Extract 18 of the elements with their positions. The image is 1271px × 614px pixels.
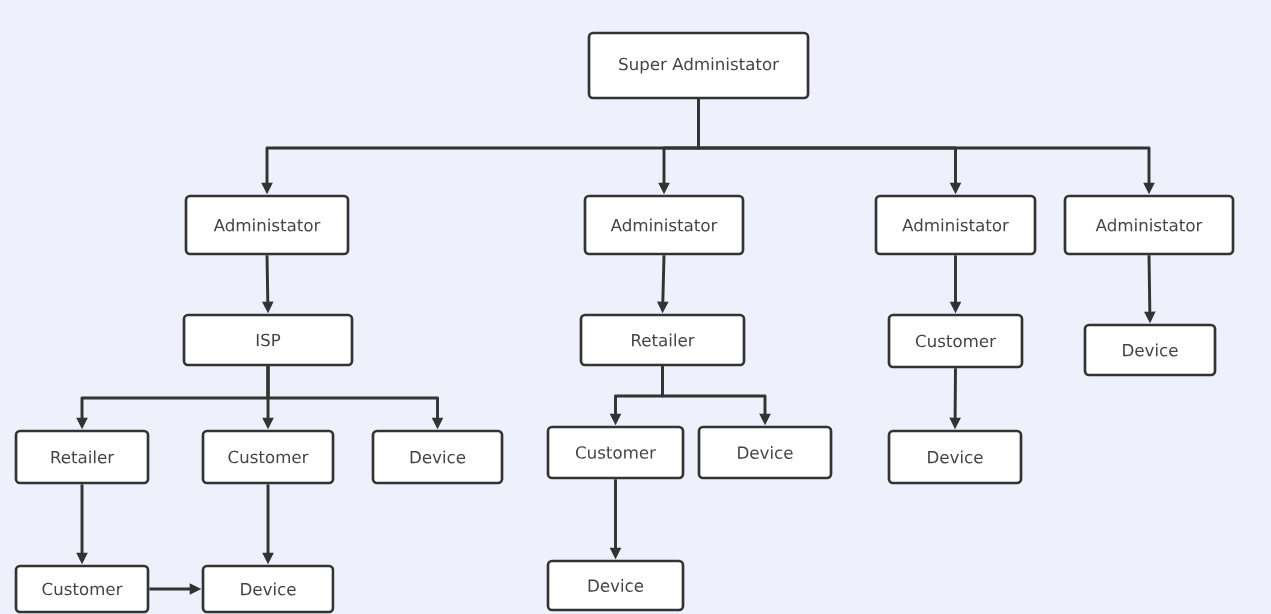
role-box: Device	[546, 559, 685, 612]
role-box: Retailer	[14, 429, 150, 485]
role-box: ISP	[182, 313, 354, 367]
role-box: Device	[697, 425, 833, 480]
role-box: Device	[201, 564, 335, 614]
role-box: Administator	[1063, 194, 1235, 256]
role-box: Administator	[874, 194, 1037, 256]
role-box: Customer	[887, 313, 1024, 369]
role-box: Super Administator	[587, 31, 810, 100]
role-box: Customer	[546, 425, 685, 480]
role-box: Device	[887, 429, 1023, 485]
role-box: Retailer	[579, 313, 746, 367]
role-box: Device	[1083, 323, 1217, 377]
role-box: Customer	[201, 429, 335, 485]
role-box: Administator	[583, 194, 745, 256]
role-box: Customer	[14, 564, 150, 614]
role-box: Administator	[184, 194, 350, 256]
role-box: Device	[371, 429, 504, 485]
